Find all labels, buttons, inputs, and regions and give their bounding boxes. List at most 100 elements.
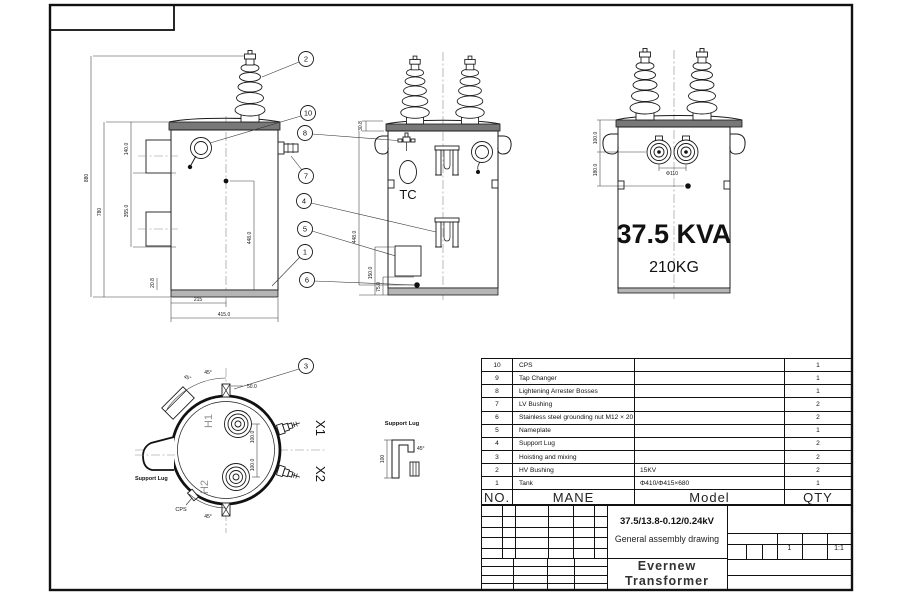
x1-bolt <box>275 421 300 436</box>
bom-cell: 8 <box>482 385 513 399</box>
bom-cell: CPS <box>513 359 635 373</box>
balloon-1: 1 <box>297 244 313 260</box>
bom-cell: Tank <box>513 477 635 491</box>
spec-text: 37.5/13.8-0.12/0.24kV <box>619 516 715 527</box>
bom-header-model: Model <box>635 490 785 504</box>
svg-text:355.0: 355.0 <box>124 205 130 218</box>
svg-text:10: 10 <box>304 109 312 118</box>
bom-cell: 1 <box>785 385 851 399</box>
bom-cell: Lightening Arrester Bosses <box>513 385 635 399</box>
x1-label: X1 <box>313 420 328 436</box>
svg-text:5: 5 <box>303 225 307 234</box>
tap-changer <box>399 160 417 184</box>
bom-header-name: MANE <box>513 490 635 504</box>
nameplate <box>394 245 422 277</box>
bom-cell: 1 <box>785 359 851 373</box>
lv-bushing-1 <box>646 135 672 165</box>
svg-text:100.0: 100.0 <box>250 431 256 444</box>
cps-tick <box>186 488 200 502</box>
bom-cell: 2 <box>785 398 851 412</box>
svg-text:415.0: 415.0 <box>218 312 231 318</box>
grounding-nut <box>414 282 420 288</box>
lift-hook-right <box>729 133 746 155</box>
drawing-scale: 1:1 <box>834 545 844 552</box>
balloon-7: 7 <box>298 168 314 184</box>
top-view-dimensions: 100.0 100.0 50.0 45° 45° 45° <box>166 370 260 520</box>
rear-view: Φ110 37.5 KVA 210KG 100.0 180.0 <box>593 48 746 300</box>
bom-cell <box>635 398 785 412</box>
balloon-callouts: 2 10 8 7 4 5 1 6 3 <box>209 51 437 390</box>
grounding-nut <box>685 183 691 189</box>
bom-cell: 5 <box>482 424 513 438</box>
bom-cell: Support Lug <box>513 437 635 451</box>
center-mark <box>223 178 229 184</box>
svg-text:7: 7 <box>304 172 308 181</box>
kva-rating: 37.5 KVA <box>616 219 731 249</box>
company-name-line1: Evernew <box>637 559 697 573</box>
bom-cell: 7 <box>482 398 513 412</box>
lift-hook-right <box>497 135 512 155</box>
front-view: TC 30.8 448.0 1 <box>352 52 512 300</box>
top-view: H1 H2 X1 X2 <box>135 368 328 533</box>
bom-cell: 6 <box>482 411 513 425</box>
balloon-4: 4 <box>296 193 312 209</box>
svg-text:1: 1 <box>303 248 307 257</box>
company-name-line2: Transformer <box>625 574 709 588</box>
detail-dimensions: 100 45° <box>380 439 425 479</box>
sheet-border <box>48 3 854 592</box>
bom-cell <box>635 450 785 465</box>
bom-cell: 1 <box>785 425 851 438</box>
svg-text:100: 100 <box>380 455 386 464</box>
cps-device-front <box>471 141 493 174</box>
arrester-boss-front <box>397 132 416 151</box>
svg-text:140.0: 140.0 <box>124 143 130 156</box>
top-stud <box>221 383 231 398</box>
bom-cell: Tap Changer <box>513 372 635 386</box>
bom-cell: 2 <box>785 412 851 425</box>
support-lug-rotated <box>161 386 195 420</box>
bom-cell: 4 <box>482 437 513 451</box>
svg-text:75.0: 75.0 <box>376 282 382 292</box>
svg-text:50.0: 50.0 <box>247 384 257 390</box>
svg-text:150.0: 150.0 <box>368 267 374 280</box>
support-lug-label: Support Lug <box>135 476 168 482</box>
svg-text:45°: 45° <box>183 374 192 382</box>
bom-cell: 2 <box>785 451 851 465</box>
balloon-10: 10 <box>300 105 316 121</box>
cps-device-side <box>187 137 212 170</box>
front-dimensions: 30.8 448.0 150.0 75.0 <box>352 120 414 296</box>
balloon-2: 2 <box>298 51 314 67</box>
bom-table: 10 CPS 1 9 Tap Changer 1 8 Lightening Ar… <box>481 358 852 505</box>
bom-cell: 15KV <box>635 464 785 478</box>
drawing-type-text: General assembly drawing <box>614 534 720 544</box>
support-lug-left <box>142 436 175 471</box>
h2-label: H2 <box>199 480 211 494</box>
support-lug-detail: Support Lug 100 45° <box>380 421 425 479</box>
weight-label: 210KG <box>649 259 699 276</box>
bom-cell: 3 <box>482 450 513 465</box>
svg-text:180.0: 180.0 <box>593 164 599 177</box>
bom-cell: Nameplate <box>513 424 635 438</box>
tap-changer-label: TC <box>399 187 416 202</box>
balloon-8: 8 <box>297 125 313 141</box>
bom-cell: Stainless steel grounding nut M12 × 20 <box>513 411 635 425</box>
side-dimensions: 880 780 140.0 355.0 20.8 448.0 215 415.0 <box>84 55 279 322</box>
bom-cell <box>635 424 785 438</box>
bottom-stud <box>221 502 231 517</box>
balloon-6: 6 <box>299 272 315 288</box>
bom-cell <box>635 411 785 425</box>
svg-text:45°: 45° <box>204 514 212 520</box>
svg-text:8: 8 <box>303 129 307 138</box>
corner-box <box>49 4 175 31</box>
svg-text:780: 780 <box>97 208 103 217</box>
balloon-3: 3 <box>298 358 314 374</box>
hv-bushing-h1 <box>224 410 252 438</box>
bom-cell: 2 <box>785 438 851 451</box>
bom-cell <box>635 437 785 451</box>
bom-cell: Hoisting and mixing <box>513 450 635 465</box>
bom-cell: 1 <box>785 477 851 491</box>
bom-cell <box>635 359 785 373</box>
balloon-5: 5 <box>297 221 313 237</box>
svg-text:880: 880 <box>84 174 90 183</box>
